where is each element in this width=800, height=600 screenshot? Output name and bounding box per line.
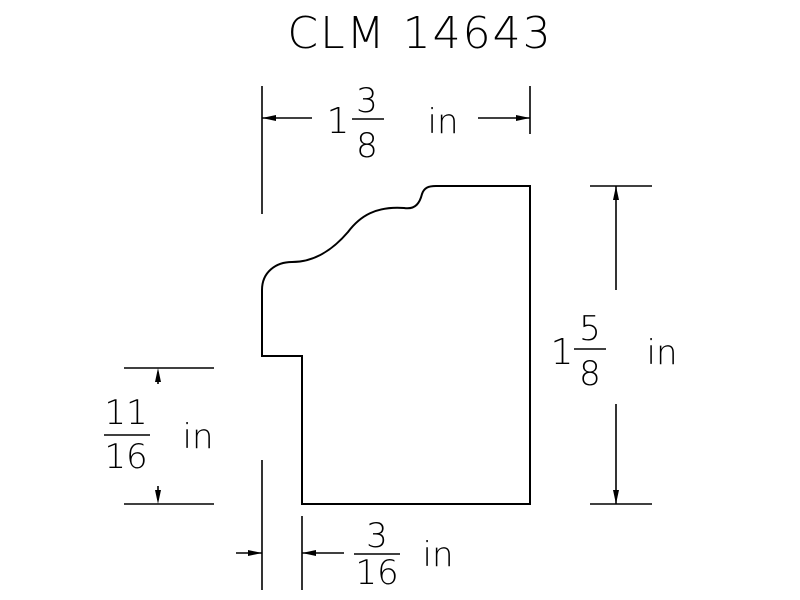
dim-right-unit: in [647, 333, 678, 373]
dim-top-width: 1 3 8 in [261, 81, 531, 214]
arrowhead [262, 115, 276, 121]
profile-outline [261, 185, 531, 505]
dim-bottom-denominator: 16 [355, 553, 398, 593]
arrowhead [613, 490, 619, 504]
dim-top-denominator: 8 [356, 126, 378, 166]
dim-right-denominator: 8 [579, 354, 601, 394]
dim-bottom-numerator: 3 [366, 516, 388, 556]
dim-left-numerator: 11 [104, 393, 147, 433]
arrowhead [613, 186, 619, 200]
arrowhead [302, 550, 316, 556]
dim-right-height: 1 5 8 in [551, 185, 678, 505]
dim-right-whole: 1 [551, 332, 574, 373]
dim-bottom-offset: 3 16 in [236, 460, 454, 593]
drawing-title: CLM 14643 [287, 8, 552, 59]
dim-bottom-unit: in [423, 535, 454, 575]
dim-right-numerator: 5 [579, 309, 601, 349]
dim-left-step: 11 16 in [104, 367, 214, 505]
dim-top-numerator: 3 [356, 81, 378, 121]
arrowhead [155, 490, 161, 504]
dim-top-whole: 1 [327, 101, 350, 142]
arrowhead [516, 115, 530, 121]
dim-left-denominator: 16 [104, 437, 147, 477]
dim-top-unit: in [428, 102, 459, 142]
arrowhead [155, 368, 161, 382]
dim-left-unit: in [183, 417, 214, 457]
arrowhead [248, 550, 262, 556]
